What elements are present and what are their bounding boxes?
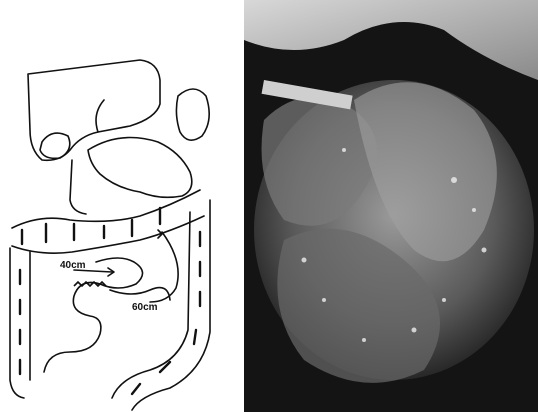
spleen bbox=[176, 89, 209, 140]
transverse-colon-upper bbox=[12, 190, 200, 228]
operative-photo-svg bbox=[244, 0, 538, 412]
anatomy-diagram: 40cm 60cm bbox=[0, 0, 240, 412]
label-40cm: 40cm bbox=[60, 260, 86, 271]
loop-arrow bbox=[150, 232, 178, 302]
liver-outline bbox=[28, 60, 160, 160]
anatomy-diagram-svg: 40cm 60cm bbox=[0, 0, 240, 412]
gallbladder bbox=[40, 133, 70, 158]
duodenum bbox=[70, 160, 86, 214]
ascending-colon-left bbox=[10, 248, 24, 398]
liver-lobe-line bbox=[96, 100, 104, 132]
operative-photo bbox=[244, 0, 538, 412]
small-bowel bbox=[44, 258, 143, 372]
label-60cm: 60cm bbox=[132, 302, 158, 313]
stomach bbox=[88, 138, 192, 198]
small-bowel-inner bbox=[110, 288, 170, 300]
